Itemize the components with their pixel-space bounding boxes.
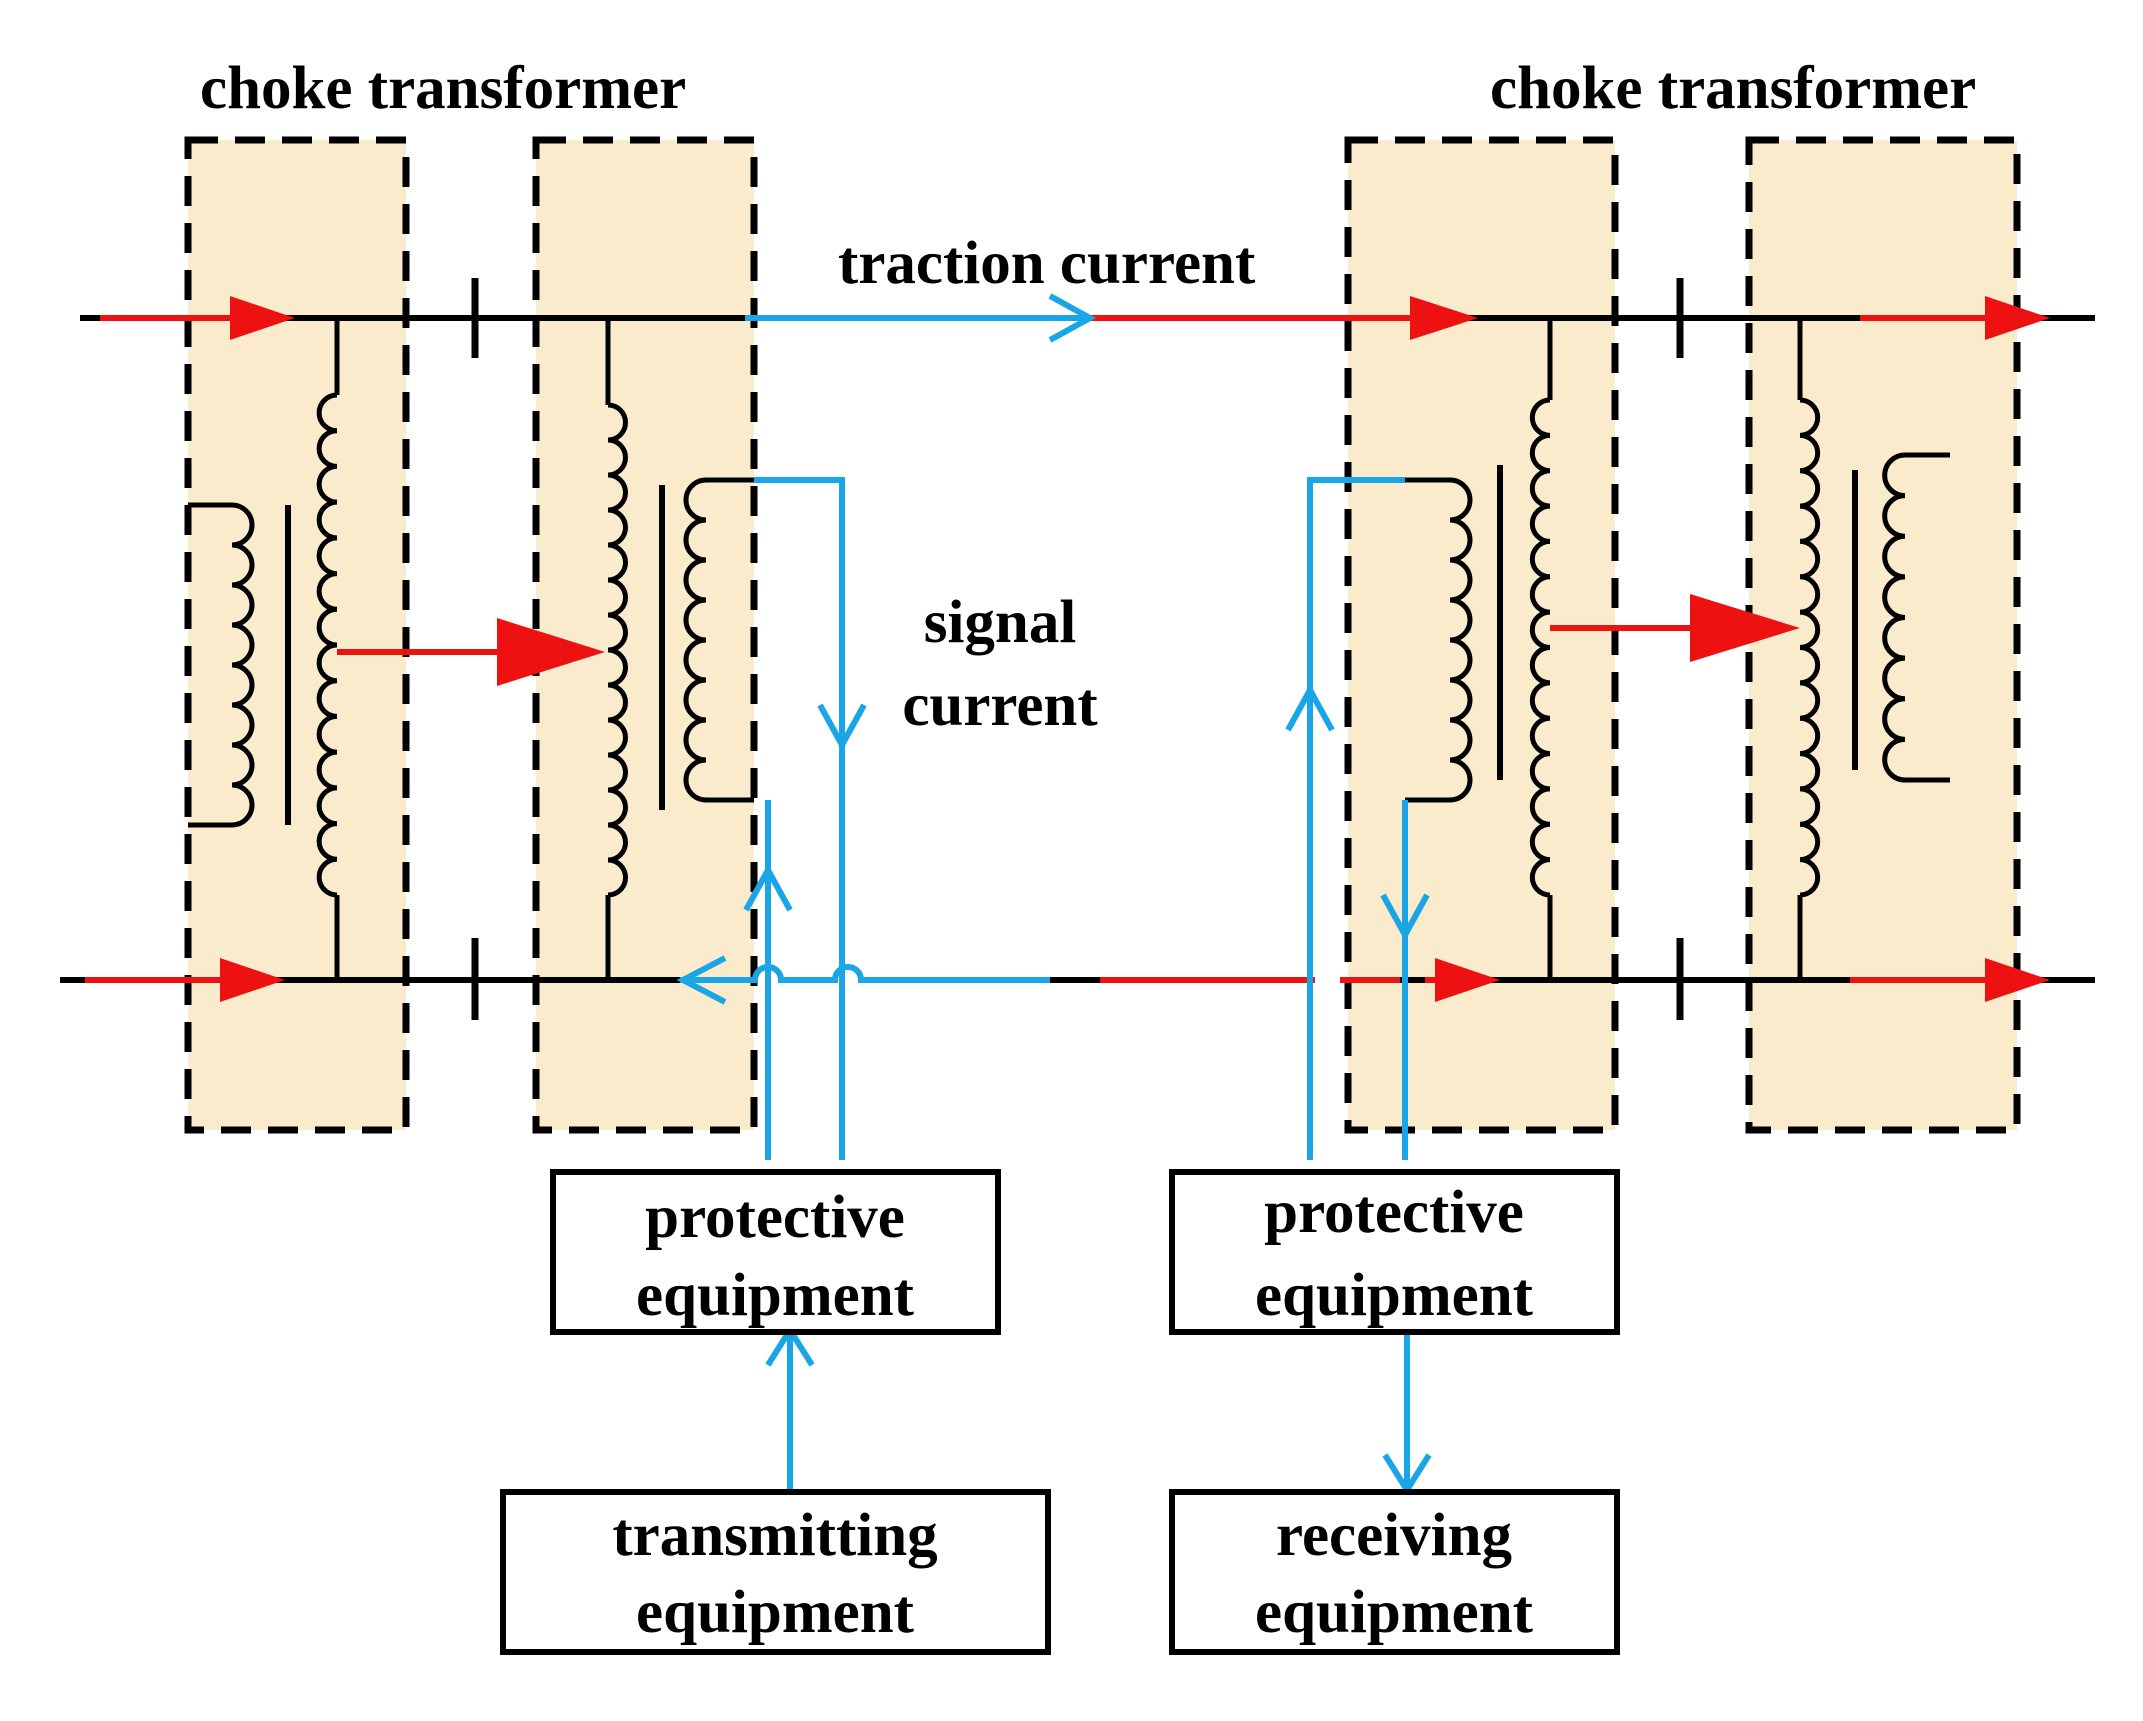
choke-transformer-2	[605, 318, 754, 980]
svg-text:transmitting: transmitting	[612, 1502, 937, 1569]
signal-current-label-line1: signal	[924, 589, 1077, 656]
svg-text:equipment: equipment	[636, 1579, 915, 1646]
svg-text:protective: protective	[645, 1184, 905, 1251]
choke-housing-3	[1344, 136, 1619, 1134]
traction-current-path	[85, 296, 2050, 1002]
svg-text:equipment: equipment	[1255, 1579, 1534, 1646]
choke-transformer-label-left: choke transformer	[200, 55, 686, 122]
transmitting-equipment: transmitting equipment	[500, 1489, 1051, 1655]
svg-text:receiving: receiving	[1276, 1502, 1512, 1569]
signal-current-label-line2: current	[902, 672, 1098, 739]
choke-transformer-3	[1405, 318, 1553, 980]
protective-equipment-right: protective equipment	[1169, 1169, 1620, 1335]
svg-text:equipment: equipment	[636, 1262, 915, 1329]
svg-text:protective: protective	[1264, 1179, 1524, 1246]
choke-transformer-label-right: choke transformer	[1490, 55, 1976, 122]
receiving-equipment: receiving equipment	[1169, 1489, 1620, 1655]
choke-transformer-1	[188, 318, 340, 980]
choke-transformer-4	[1797, 318, 1950, 980]
svg-text:equipment: equipment	[1255, 1262, 1534, 1329]
protective-equipment-left: protective equipment	[550, 1169, 1001, 1335]
traction-current-label: traction current	[838, 230, 1256, 297]
